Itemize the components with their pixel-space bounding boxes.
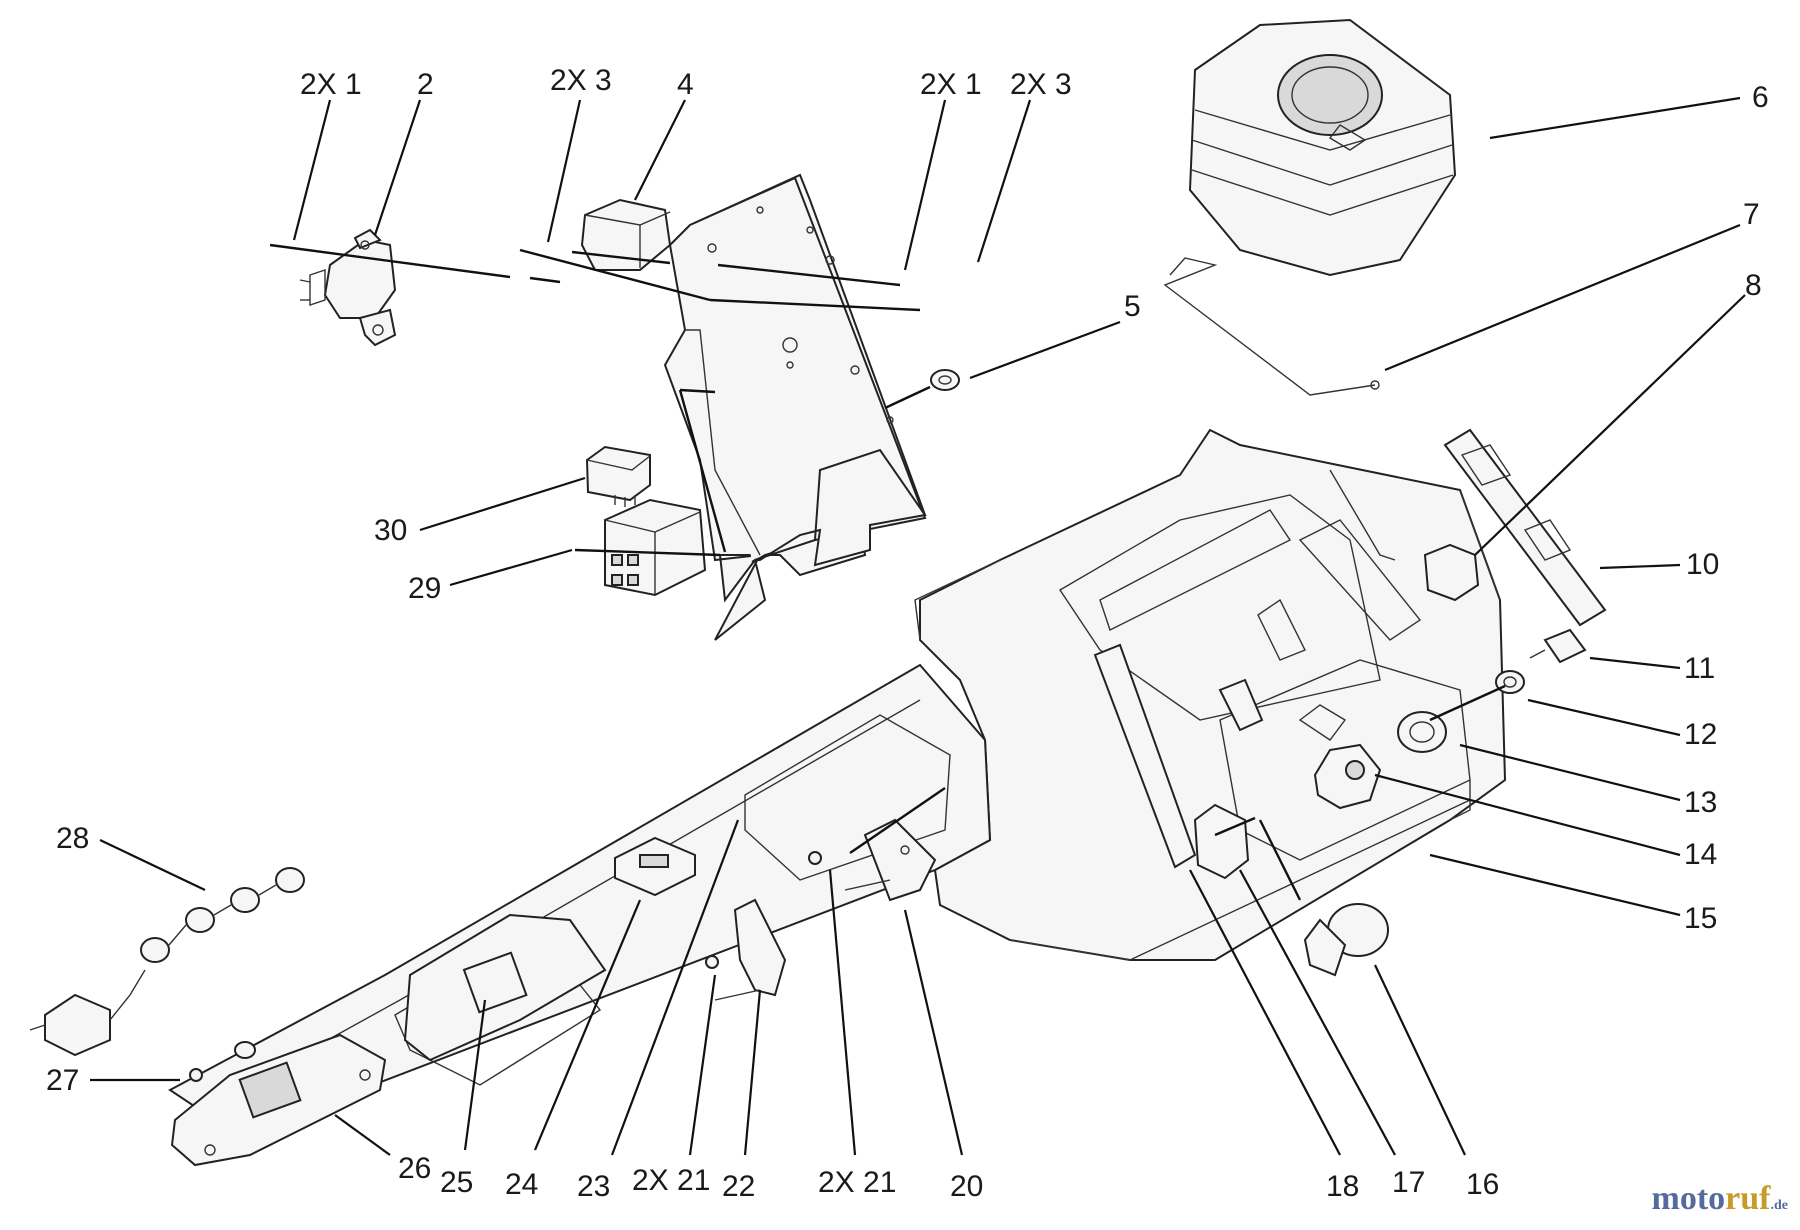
- relay-29-block: [604, 498, 707, 597]
- callout-28: 28: [56, 822, 89, 855]
- knob-8: [1423, 543, 1480, 602]
- watermark-logo: motoruf.de: [1652, 1180, 1788, 1218]
- watermark-part-2: ruf: [1725, 1180, 1771, 1217]
- cluster-26: [170, 1033, 387, 1167]
- switch-14: [1313, 743, 1382, 810]
- callout-5: 5: [1124, 290, 1141, 323]
- cover-boot: [1188, 18, 1457, 277]
- wire-rod: [1163, 257, 1380, 396]
- cover-25: [403, 913, 607, 1062]
- callout-15: 15: [1684, 902, 1717, 935]
- bracket-22: [714, 898, 787, 1001]
- screws-21: [705, 851, 822, 969]
- callout-18: 18: [1326, 1170, 1359, 1203]
- callout-2: 2: [417, 68, 434, 101]
- callout-4: 4: [677, 68, 694, 101]
- grommet-5: [930, 369, 960, 391]
- mounting-bracket-plate: [663, 173, 927, 641]
- decal-10: [1443, 428, 1607, 627]
- switch-24: [614, 836, 696, 897]
- ring-12: [1495, 670, 1525, 694]
- callout-24: 24: [505, 1168, 538, 1201]
- watermark-part-3: .de: [1770, 1198, 1789, 1213]
- callout-26: 26: [398, 1152, 431, 1185]
- assembly-axes: [269, 243, 1506, 901]
- callout-16: 16: [1466, 1168, 1499, 1201]
- watermark-part-1: moto: [1651, 1180, 1726, 1217]
- callout-6: 6: [1752, 81, 1769, 114]
- light-string-28: [29, 867, 305, 1057]
- relay-30: [585, 445, 651, 507]
- callout-2x3-left: 2X 3: [550, 64, 612, 97]
- ring-13: [1397, 711, 1447, 753]
- callout-12: 12: [1684, 718, 1717, 751]
- callout-14: 14: [1684, 838, 1717, 871]
- callout-2x21-right: 2X 21: [818, 1166, 896, 1199]
- decal-18: [1093, 643, 1197, 869]
- clip-20: [844, 818, 937, 902]
- screw-27: [189, 1068, 203, 1082]
- callout-8: 8: [1745, 269, 1762, 302]
- callout-7: 7: [1743, 198, 1760, 231]
- callout-29: 29: [408, 572, 441, 605]
- console-housing: [914, 428, 1507, 961]
- component-4: [580, 198, 672, 271]
- callout-2x21-left: 2X 21: [632, 1164, 710, 1197]
- callout-labels: 2X 1 2 2X 3 4 2X 1 2X 3 6 7 8 5 10 11 12…: [46, 64, 1769, 1203]
- callout-23: 23: [577, 1170, 610, 1203]
- callout-2x1-left: 2X 1: [300, 68, 362, 101]
- leader-lines: [90, 96, 1746, 1156]
- callout-2x1-right: 2X 1: [920, 68, 982, 101]
- callout-22: 22: [722, 1170, 755, 1203]
- callout-30: 30: [374, 514, 407, 547]
- relay-assembly: [299, 228, 397, 347]
- callout-13: 13: [1684, 786, 1717, 819]
- bezel-17: [1193, 803, 1250, 880]
- button-16: [1303, 903, 1389, 977]
- callout-20: 20: [950, 1170, 983, 1203]
- callout-2x3-right: 2X 3: [1010, 68, 1072, 101]
- callout-11: 11: [1684, 652, 1715, 685]
- callout-25: 25: [440, 1166, 473, 1199]
- callout-10: 10: [1686, 548, 1719, 581]
- key-11: [1529, 628, 1587, 664]
- callout-27: 27: [46, 1064, 79, 1097]
- callout-17: 17: [1392, 1166, 1425, 1199]
